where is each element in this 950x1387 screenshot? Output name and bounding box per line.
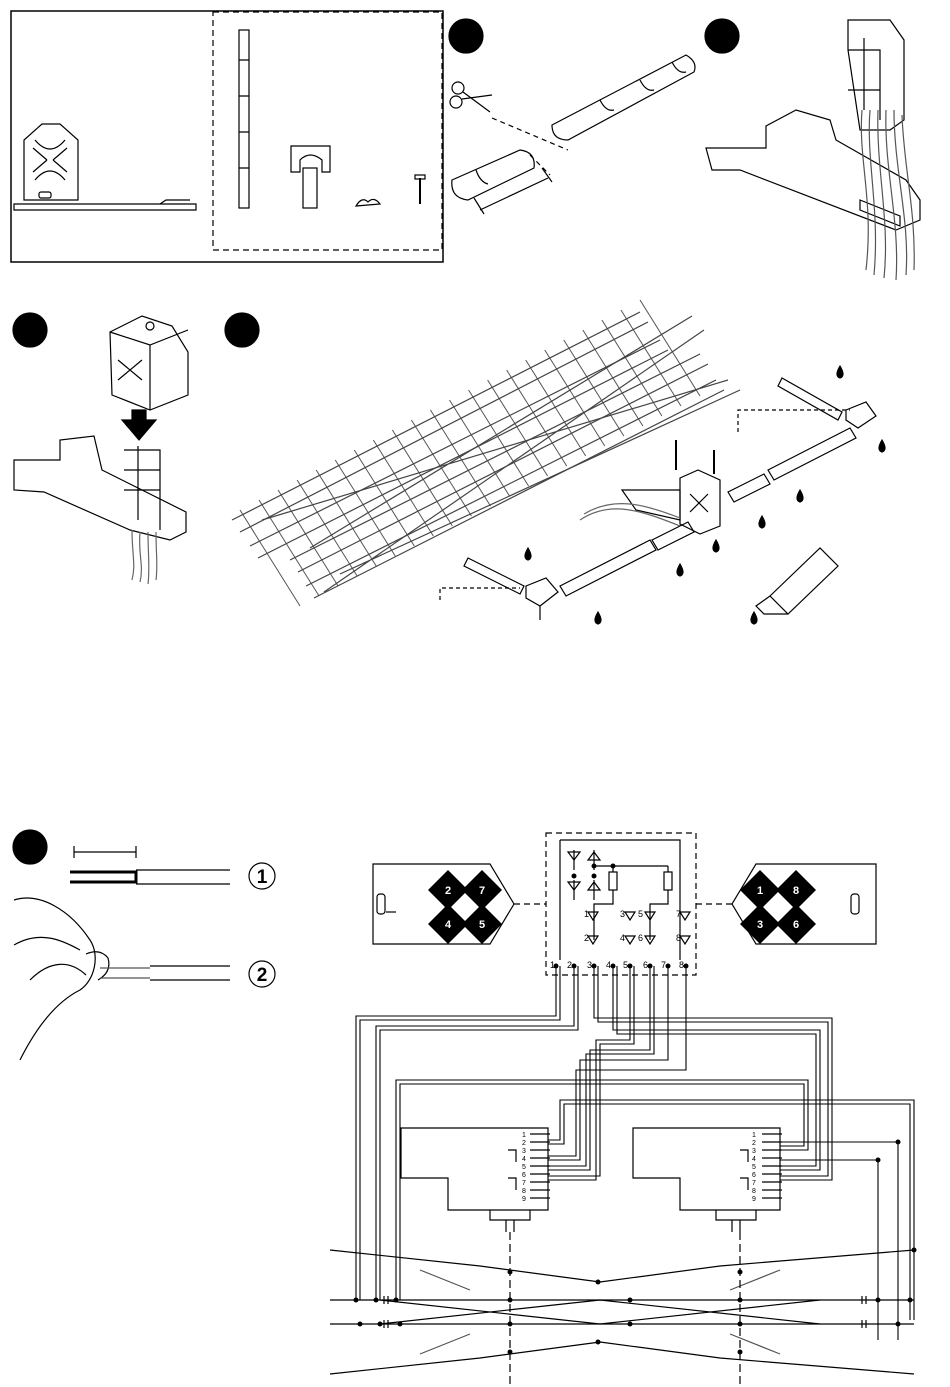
stripped-wire-2 (100, 966, 230, 980)
track-sleeper (430, 410, 490, 506)
led-label-2: 2 (584, 933, 589, 943)
panel-pin-6: 6 (643, 960, 648, 970)
track-rails (232, 312, 740, 598)
decoder-right-pin-4: 4 (752, 1156, 756, 1163)
stripped-wire-1 (70, 846, 230, 884)
decoder-left-pin-3: 3 (522, 1148, 526, 1155)
track-sleeper (507, 370, 567, 466)
wire-callout-1: 1 (249, 863, 275, 889)
wiring-schematic: 2 7 4 5 1 8 3 6 (330, 833, 917, 1384)
step-marker-icon (449, 19, 483, 53)
step-marker-icon (13, 313, 47, 347)
sign-left-num-2: 7 (479, 885, 485, 897)
nail-part (415, 175, 425, 204)
track-sleeper (316, 470, 376, 566)
wire-callout-2: 2 (249, 961, 275, 987)
panel-pin-1: 1 (550, 960, 555, 970)
hand-icon (14, 898, 109, 1060)
led-label-1: 1 (584, 909, 589, 919)
step-4-mount (225, 300, 885, 624)
clip-part (356, 199, 380, 206)
signal-frame (848, 20, 904, 130)
decoder-left-pin-1: 1 (522, 1132, 526, 1139)
push-arrow-icon (122, 410, 156, 440)
light-strip-part (239, 30, 249, 208)
short-tube (452, 150, 534, 200)
crossing-sign-left: 2 7 4 5 (373, 864, 514, 944)
signal-base-part (14, 124, 196, 210)
led-label-5: 5 (638, 909, 643, 919)
led-label-7: 7 (676, 909, 681, 919)
track-sleeper (335, 460, 395, 556)
wire-callout-1-label: 1 (257, 867, 268, 888)
step-1-cut (449, 19, 695, 214)
wire-bundle (861, 110, 914, 280)
decoder-right-pin-6: 6 (752, 1172, 756, 1179)
step-2-wiring (705, 19, 920, 280)
step-5-wire-prep: 1 2 (13, 830, 275, 1060)
decoder-left-pin-2: 2 (522, 1140, 526, 1147)
panel-pin-7: 7 (661, 960, 666, 970)
step-marker-icon (705, 19, 739, 53)
decoder-right: 1 2 3 4 5 6 7 8 9 (633, 1128, 782, 1232)
sign-right-num-4: 6 (793, 919, 799, 931)
panel-pin-2: 2 (567, 960, 572, 970)
sign-right-num-3: 3 (757, 919, 763, 931)
decoder-right-pin-3: 3 (752, 1148, 756, 1155)
sign-right-num-1: 1 (757, 885, 763, 897)
panel-pin-4: 4 (606, 960, 611, 970)
long-tube (552, 55, 695, 140)
led-label-8: 8 (676, 933, 681, 943)
track-sleeper (488, 380, 548, 476)
base-plate (706, 110, 920, 230)
sign-right-num-2: 8 (793, 885, 799, 897)
glue-tube-icon (756, 548, 838, 614)
decoder-left-pin-8: 8 (522, 1188, 526, 1195)
panel-pin-8: 8 (679, 960, 684, 970)
left-light-arm (464, 522, 694, 620)
decoder-left-pin-5: 5 (522, 1164, 526, 1171)
decoder-left-pin-7: 7 (522, 1180, 526, 1187)
step-marker-icon (225, 313, 259, 347)
panel-pin-5: 5 (623, 960, 628, 970)
step-marker-icon (13, 830, 47, 864)
scissors-icon (450, 82, 492, 112)
decoder-left-pin-6: 6 (522, 1172, 526, 1179)
decoder-right-pin-7: 7 (752, 1180, 756, 1187)
decoder-right-pin-1: 1 (752, 1132, 756, 1139)
crossing-sign-right: 1 8 3 6 (732, 864, 876, 944)
decoder-right-pin-2: 2 (752, 1140, 756, 1147)
decoder-left-pin-4: 4 (522, 1156, 526, 1163)
track-sleeper (354, 450, 414, 546)
track-sleepers (240, 300, 700, 606)
bracket-part (291, 146, 330, 208)
decoder-right-pin-9: 9 (752, 1196, 756, 1203)
track-sleeper (278, 490, 338, 586)
decoder-left: 1 2 3 4 5 6 7 8 9 (401, 1128, 550, 1232)
wire-callout-2-label: 2 (257, 965, 268, 986)
step-3-insert (13, 313, 188, 584)
led-label-4: 4 (620, 933, 625, 943)
track-sleeper (640, 300, 700, 396)
led-label-3: 3 (620, 909, 625, 919)
track-sleeper (240, 510, 300, 606)
parts-overview-panel (11, 11, 443, 262)
track-sleeper (373, 440, 433, 536)
panel-pin-3: 3 (587, 960, 592, 970)
led-label-6: 6 (638, 933, 643, 943)
right-light-arm (728, 378, 876, 502)
led-circuit-panel: 1 2 3 4 5 6 7 8 1 2 3 4 5 6 7 8 (546, 833, 696, 975)
decoder-right-pin-5: 5 (752, 1164, 756, 1171)
sign-left-num-3: 4 (445, 919, 452, 931)
decoder-right-pin-8: 8 (752, 1188, 756, 1195)
decoder-left-pin-9: 9 (522, 1196, 526, 1203)
sign-left-num-4: 5 (479, 919, 485, 931)
wire-harness (356, 966, 914, 1340)
sign-left-num-1: 2 (445, 885, 451, 897)
